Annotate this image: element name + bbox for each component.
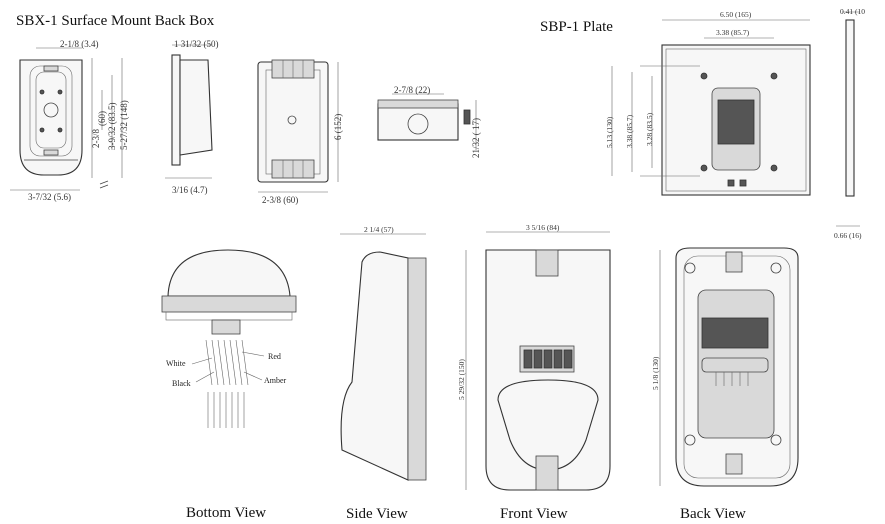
back-dim-height: 5 1/8 (130) xyxy=(651,356,660,390)
back-view-label: Back View xyxy=(680,506,746,522)
sbx-dim-end-top: 2-7/8 (22) xyxy=(394,85,431,95)
detector-bottom-view xyxy=(161,249,297,428)
sbx-dim-top-left: 2-1/8 (3.4) xyxy=(60,39,99,49)
sbp-dim-width: 6.50 (165) xyxy=(720,10,752,19)
sbx-dim-bottom-left: 3-7/32 (5.6) xyxy=(28,192,71,202)
sbx-end-view xyxy=(377,93,477,150)
sbx-dim-front-bottom: 2-3/8 (60) xyxy=(262,195,299,205)
sbx-front-view xyxy=(10,47,123,191)
bottom-view-label: Bottom View xyxy=(186,505,267,521)
sbp-dim-v-85-7: 3.38 (85.7) xyxy=(625,114,634,148)
sbp-dim-edge-bottom: 0.66 (16) xyxy=(834,231,862,240)
sbp-title: SBP-1 Plate xyxy=(540,19,613,35)
front-view-label: Front View xyxy=(500,506,568,522)
sbx-dim-side-top: 1 31/32 (50) xyxy=(174,39,219,49)
sbx-dim-v-2-3-8: 2-3/8 xyxy=(91,129,101,148)
sbx-dim-end-v: 21/32 ( 17) xyxy=(471,118,481,158)
sbp-plate-view xyxy=(611,11,860,227)
wire-label-white: White xyxy=(166,359,186,368)
side-view-label: Side View xyxy=(346,506,408,522)
sbx-dim-front-v: 6 (152) xyxy=(333,113,343,140)
sbp-dim-inner-width: 3.38 (85.7) xyxy=(716,28,750,37)
sbx-side-view xyxy=(165,44,213,179)
detector-side-view xyxy=(340,233,427,481)
sbx-dim-v-83-5: 3-9/32 (83.5) xyxy=(107,102,117,151)
front-dim-height: 5 29/32 (150) xyxy=(457,359,466,400)
wire-label-amber: Amber xyxy=(264,376,287,385)
sbx-dim-v-60: (60) xyxy=(97,111,107,126)
sbp-dim-v-83-5: 3.28 (83.5) xyxy=(645,112,654,146)
sbp-dim-v-130: 5.13 (130) xyxy=(605,116,614,148)
sbx-dim-side-bottom: 3/16 (4.7) xyxy=(172,185,208,195)
sbx-dim-v-148: 5-27/32 (148) xyxy=(119,100,129,150)
sbx-title: SBX-1 Surface Mount Back Box xyxy=(16,13,215,29)
wire-label-red: Red xyxy=(268,352,281,361)
detector-back-view xyxy=(659,247,799,487)
side-dim-width: 2 1/4 (57) xyxy=(364,225,394,234)
wire-label-black: Black xyxy=(172,379,191,388)
detector-front-view xyxy=(465,231,611,491)
sbx-rect-view xyxy=(257,59,339,193)
sbp-dim-edge-top: 0.41 (10 xyxy=(840,7,865,16)
front-dim-width: 3 5/16 (84) xyxy=(526,223,560,232)
